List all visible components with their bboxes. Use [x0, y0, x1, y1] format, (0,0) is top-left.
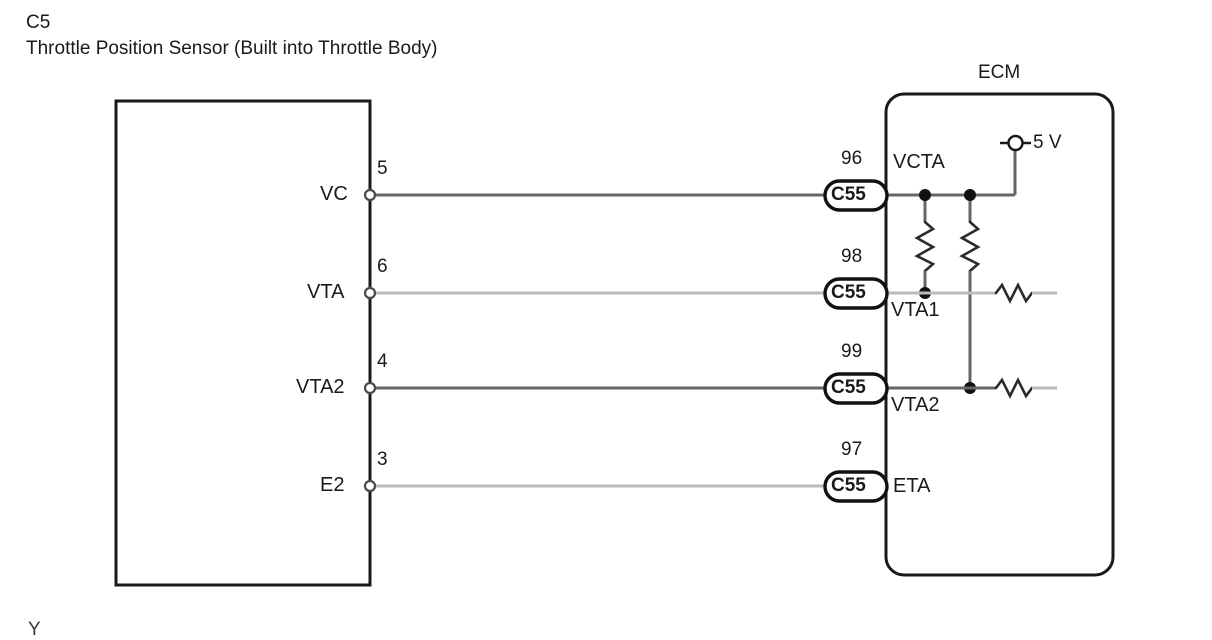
ecm-box	[884, 92, 1115, 577]
ecm-terminal-number-97: 97	[841, 439, 863, 460]
component-code: C5	[26, 12, 51, 33]
ecm-supply-terminal-icon	[1007, 134, 1024, 152]
sensor-pin-label-vta2: VTA2	[296, 376, 345, 398]
connector-label-96[interactable]: C55	[831, 184, 866, 205]
resistor-vta1-body	[994, 282, 1034, 304]
resistor-vcta-vta2-body	[959, 220, 981, 273]
resistor-vcta-vta1-body	[914, 220, 936, 273]
sensor-pin-number-vc: 5	[377, 158, 388, 179]
ecm-signal-label-vcta: VCTA	[893, 151, 945, 173]
sensor-box	[114, 99, 372, 587]
connector-label-98[interactable]: C55	[831, 282, 866, 303]
sensor-pin-number-vta2: 4	[377, 351, 388, 372]
ecm-label: ECM	[978, 62, 1021, 83]
sensor-pin-number-e2: 3	[377, 449, 388, 470]
connector-badge-97[interactable]	[823, 470, 889, 503]
sensor-terminal-vc	[363, 188, 377, 202]
sensor-terminal-vta2	[363, 381, 377, 395]
ecm-terminal-number-98: 98	[841, 246, 863, 267]
junction-dot-vcta-r2	[964, 189, 976, 201]
connector-label-97[interactable]: C55	[831, 475, 866, 496]
component-name: Throttle Position Sensor (Built into Thr…	[26, 38, 438, 59]
connector-badge-96[interactable]	[823, 179, 889, 212]
connector-label-99[interactable]: C55	[831, 377, 866, 398]
ecm-terminal-number-99: 99	[841, 341, 863, 362]
sensor-pin-label-vc: VC	[320, 183, 348, 205]
clipped-footer-glyph: Y	[28, 619, 41, 640]
ecm-signal-label-vta1: VTA1	[891, 299, 940, 321]
supply-voltage-label: 5 V	[1033, 132, 1062, 153]
ecm-signal-label-vta2: VTA2	[891, 394, 940, 416]
diagram-title-block: C5 Throttle Position Sensor (Built into …	[26, 10, 438, 62]
connector-badge-99[interactable]	[823, 372, 889, 405]
connector-badge-98[interactable]	[823, 277, 889, 310]
sensor-pin-label-vta: VTA	[307, 281, 345, 303]
sensor-terminal-vta	[363, 286, 377, 300]
ecm-signal-label-eta: ETA	[893, 475, 931, 497]
resistor-vta2-body	[994, 377, 1034, 399]
sensor-terminal-e2	[363, 479, 377, 493]
ecm-terminal-number-96: 96	[841, 148, 863, 169]
sensor-pin-number-vta: 6	[377, 256, 388, 277]
sensor-pin-label-e2: E2	[320, 474, 345, 496]
junction-dot-vcta-r1	[919, 189, 931, 201]
